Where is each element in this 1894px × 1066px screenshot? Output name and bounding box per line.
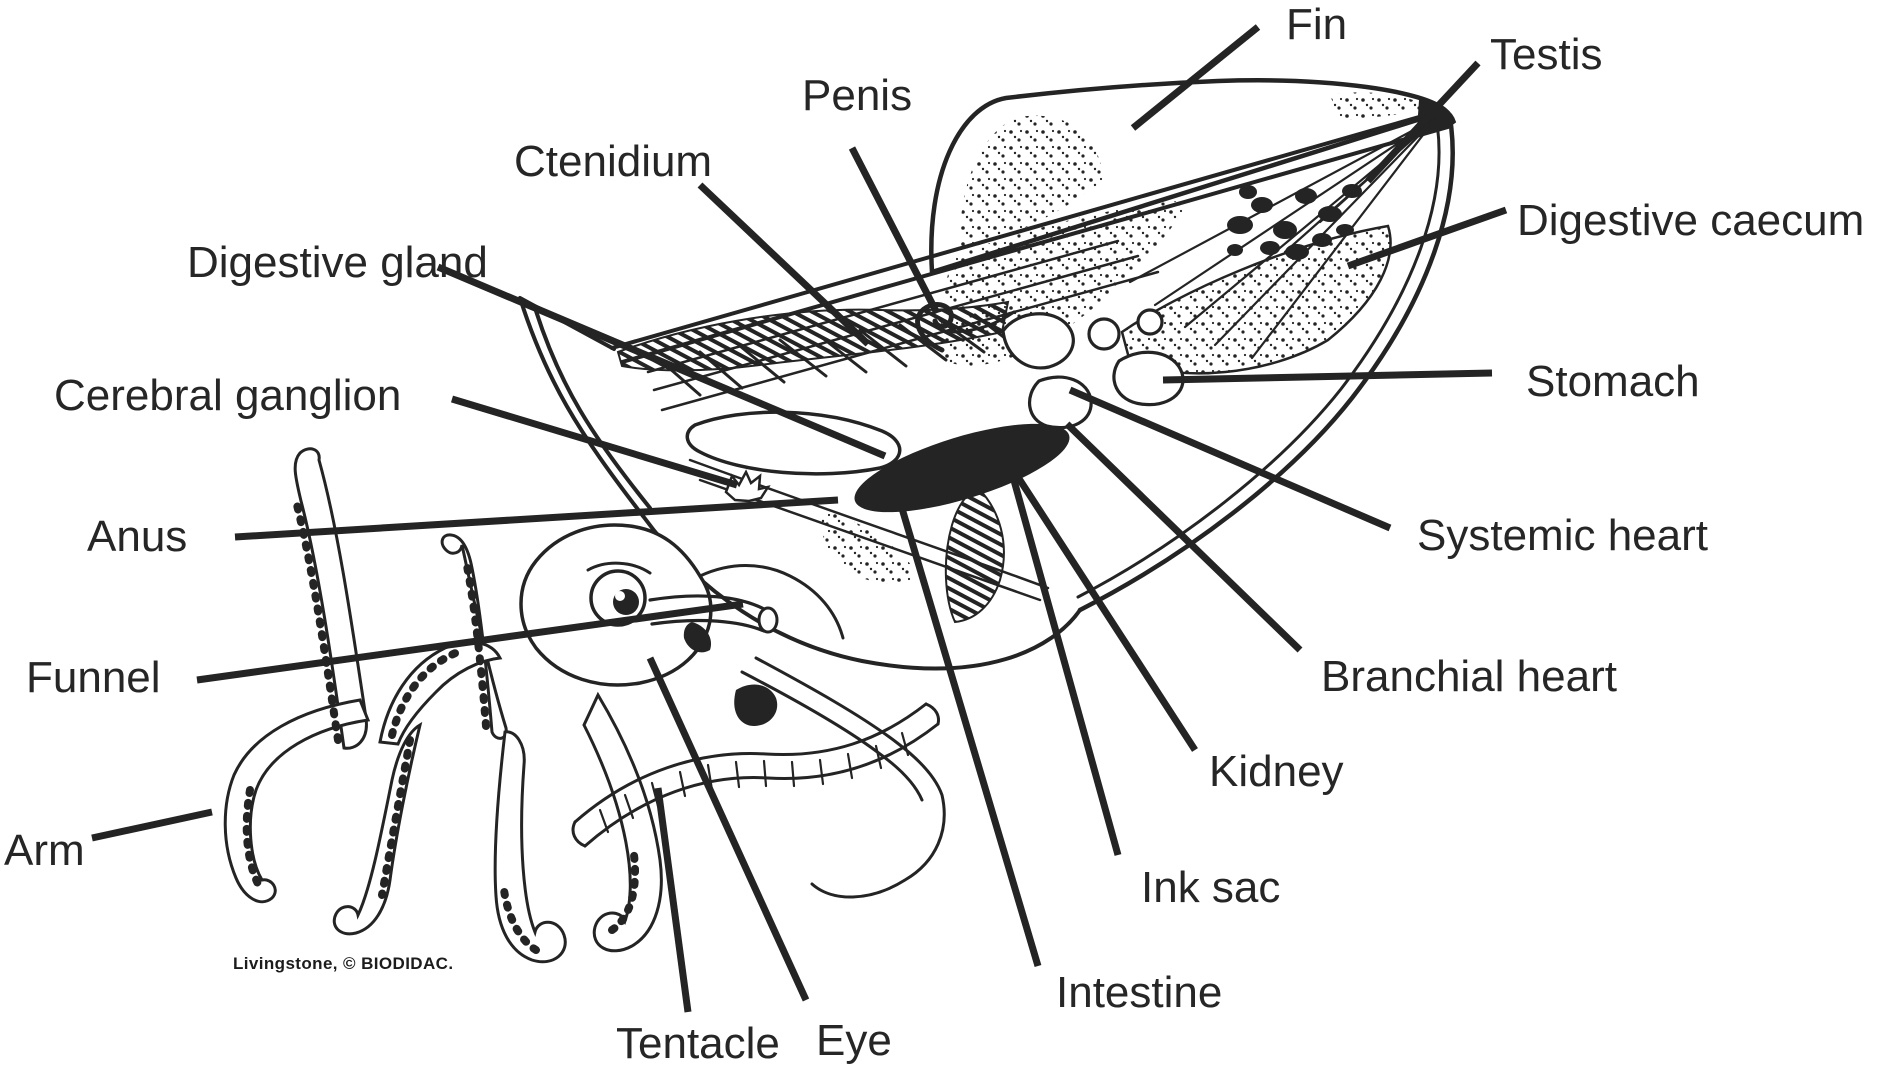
label-kidney: Kidney (1209, 747, 1344, 796)
systemic-heart-shape (1001, 312, 1075, 370)
leader-funnel (196, 600, 744, 684)
tentacle-worm (571, 702, 940, 848)
stomach-shape (1112, 350, 1185, 407)
funnel-opening (757, 606, 779, 634)
viscera-stipple-lower (820, 510, 918, 584)
label-systemic-heart: Systemic heart (1417, 511, 1708, 560)
leader-testis (1365, 60, 1481, 184)
credit-text: Livingstone, © BIODIDAC. (233, 954, 453, 973)
arms-group (223, 447, 663, 964)
eye-socket-dark (683, 622, 712, 653)
leader-digestive-caecum (1346, 206, 1508, 270)
digestive-caecum-shape (1120, 224, 1392, 375)
label-ink-sac: Ink sac (1141, 863, 1280, 912)
arm-hook-left (440, 533, 508, 740)
label-digestive-gland: Digestive gland (187, 238, 488, 287)
label-stomach: Stomach (1526, 357, 1700, 406)
mantle-right-edge (1077, 115, 1455, 613)
label-eye: Eye (816, 1016, 892, 1065)
penis-shape (915, 302, 954, 353)
cerebral-ganglion-shape (724, 469, 771, 503)
leader-kidney (989, 435, 1198, 752)
leader-arm (91, 808, 213, 842)
fin-stipple-tip (1330, 92, 1438, 121)
label-anus: Anus (87, 512, 187, 561)
label-testis: Testis (1490, 30, 1602, 79)
eye-highlight (615, 591, 625, 601)
label-funnel: Funnel (26, 653, 161, 702)
leader-stomach (1162, 369, 1493, 384)
label-intestine: Intestine (1056, 968, 1222, 1017)
leader-cerebral-ganglion (450, 395, 739, 489)
leader-lines (91, 24, 1508, 1013)
leader-tentacle (654, 787, 692, 1013)
leader-branchial-heart (1064, 421, 1303, 653)
gonoduct-shape (1136, 308, 1164, 336)
label-tentacle: Tentacle (616, 1019, 780, 1066)
label-branchial-heart: Branchial heart (1321, 652, 1617, 701)
leader-penis (848, 146, 941, 315)
arm-down-curl (332, 721, 423, 936)
label-arm: Arm (4, 826, 85, 875)
tentacle-club-dark (734, 684, 778, 726)
lower-gill-shape (944, 486, 1005, 624)
penis-duct (948, 310, 1016, 334)
label-ctenidium: Ctenidium (514, 137, 712, 186)
digestive-gland-shape (685, 410, 902, 476)
leader-ctenidium (697, 182, 871, 347)
label-fin: Fin (1286, 0, 1347, 49)
eyelid-arc (586, 561, 652, 575)
leader-digestive-gland (436, 263, 887, 460)
leader-ink-sac (1001, 447, 1122, 856)
arm-right-curl (582, 691, 663, 953)
fin-stipple (959, 115, 1103, 250)
leader-anus (234, 496, 839, 541)
label-cerebral-ganglion: Cerebral ganglion (54, 371, 401, 420)
labels: Fin Testis Digestive caecum Stomach Syst… (4, 0, 1864, 1066)
organ-cluster (1001, 308, 1185, 430)
arm-bottom-curl (493, 730, 567, 964)
arm-upswept (378, 640, 503, 746)
leader-intestine (894, 494, 1042, 967)
arm-left-curl (223, 698, 371, 904)
squid-illustration (223, 78, 1457, 964)
mantle-right-edge-inner (1076, 121, 1441, 599)
leader-fin (1130, 24, 1261, 131)
funnel-tube (648, 594, 768, 633)
ink-sac-shape (854, 423, 1070, 513)
leader-systemic-heart (1068, 386, 1392, 532)
neck-collar-lines (698, 564, 845, 640)
label-digestive-caecum: Digestive caecum (1517, 196, 1864, 245)
branchial-heart-shape (1027, 375, 1093, 430)
label-penis: Penis (802, 71, 912, 120)
kidney-shape (1087, 317, 1121, 351)
leader-eye (646, 656, 810, 1002)
tentacle-loop (740, 656, 946, 899)
